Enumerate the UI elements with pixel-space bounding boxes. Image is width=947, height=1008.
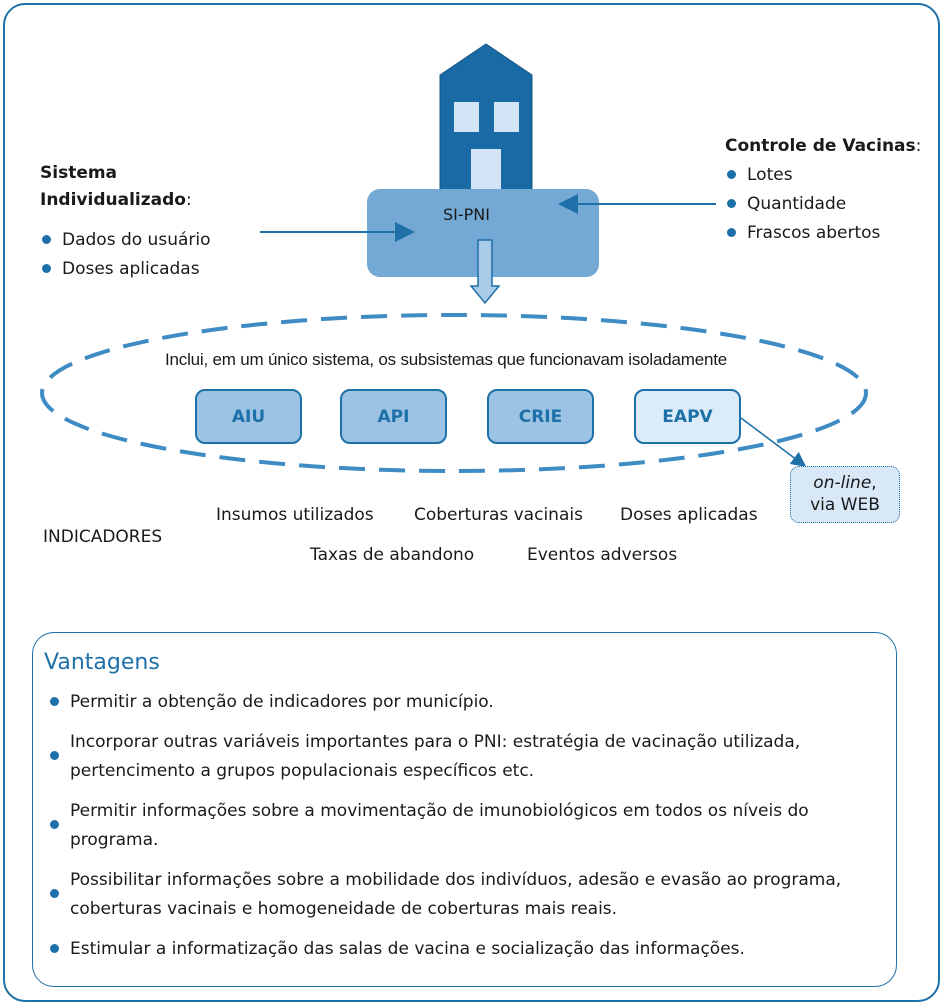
list-item: Lotes [725, 161, 880, 190]
indicator-item: Eventos adversos [527, 545, 678, 565]
list-item: Estimular a informatização das salas de … [48, 935, 878, 964]
subsystem-api: API [340, 389, 447, 444]
online-italic: on-line [813, 473, 872, 493]
subsystems-caption: Inclui, em um único sistema, os subsiste… [165, 350, 727, 369]
list-item: Permitir informações sobre a movimentaçã… [48, 797, 878, 855]
online-box: on-line, via WEB [790, 466, 900, 523]
subsystem-eapv: EAPV [634, 389, 741, 444]
subsystems-ellipse [40, 313, 868, 473]
online-web: via WEB [810, 495, 880, 515]
outer-frame [3, 3, 940, 1002]
list-item: Doses aplicadas [40, 255, 211, 284]
list-item: Possibilitar informações sobre a mobilid… [48, 866, 878, 924]
vantagens-title: Vantagens [44, 650, 160, 675]
left-heading: Sistema Individualizado: [40, 160, 192, 214]
left-heading-line1: Sistema [40, 163, 118, 183]
indicator-item: Insumos utilizados [216, 505, 374, 525]
left-heading-colon: : [185, 190, 192, 210]
sipni-label: SI-PNI [443, 205, 490, 224]
online-comma: , [871, 473, 877, 493]
subsystem-aiu: AIU [195, 389, 302, 444]
left-heading-line2: Individualizado [40, 190, 186, 210]
sipni-box [367, 189, 599, 277]
subsystem-crie: CRIE [487, 389, 594, 444]
building-icon [439, 43, 533, 197]
vantagens-box [32, 632, 897, 987]
list-item: Incorporar outras variáveis importantes … [48, 728, 878, 786]
right-heading: Controle de Vacinas: [725, 133, 921, 160]
right-heading-colon: : [915, 136, 922, 156]
indicator-item: Doses aplicadas [620, 505, 758, 525]
left-list: Dados do usuário Doses aplicadas [40, 226, 211, 284]
indicator-item: Coberturas vacinais [414, 505, 583, 525]
indicators-label: INDICADORES [43, 527, 163, 547]
online-connector [740, 417, 807, 467]
list-item: Quantidade [725, 190, 880, 219]
vantagens-list: Permitir a obtenção de indicadores por m… [48, 688, 878, 975]
right-list: Lotes Quantidade Frascos abertos [725, 161, 880, 248]
list-item: Permitir a obtenção de indicadores por m… [48, 688, 878, 717]
right-heading-text: Controle de Vacinas [725, 136, 916, 156]
indicator-item: Taxas de abandono [310, 545, 475, 565]
list-item: Frascos abertos [725, 219, 880, 248]
list-item: Dados do usuário [40, 226, 211, 255]
down-arrow-icon [469, 239, 501, 305]
